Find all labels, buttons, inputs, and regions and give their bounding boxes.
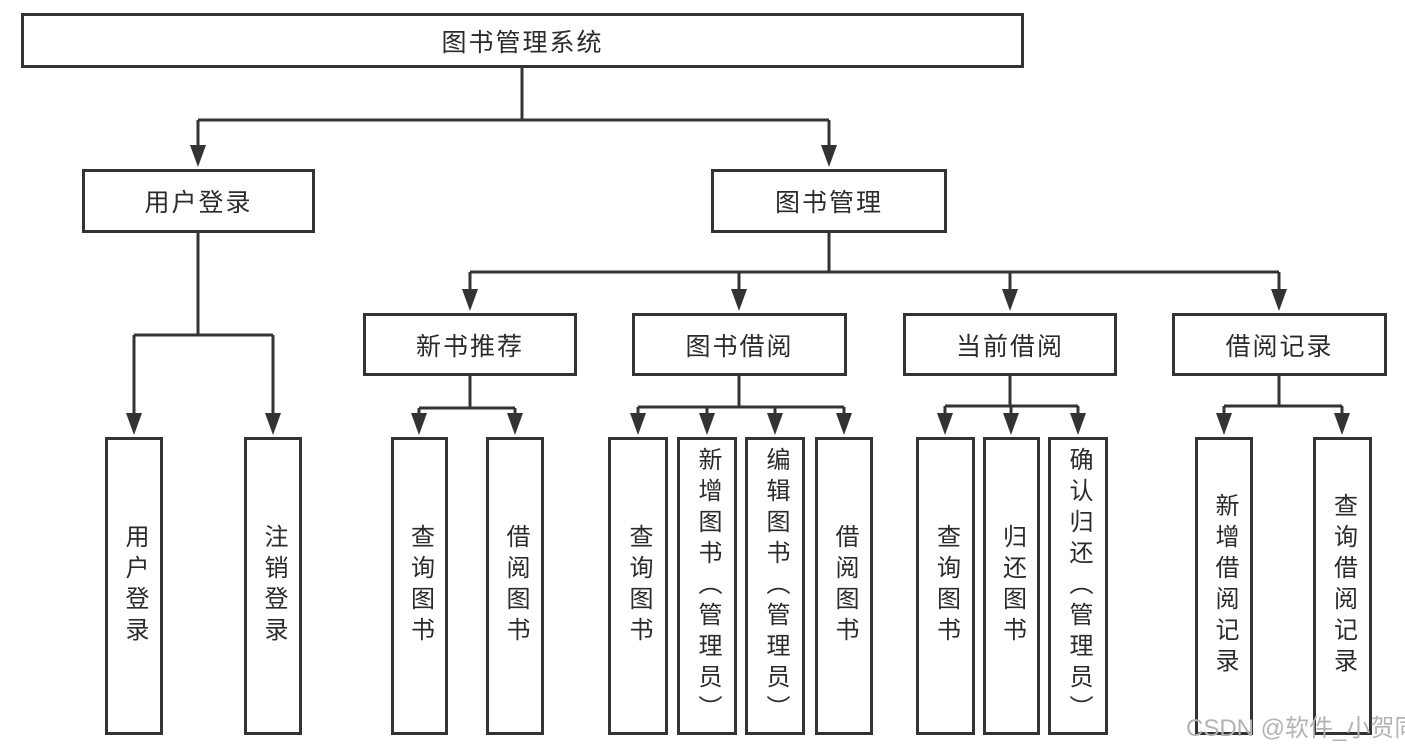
leaf-user-login: 用户登录 — [105, 437, 163, 735]
leaf-bb-edit-book-admin-label: 编辑图书（管理员） — [762, 446, 789, 726]
leaf-nbr-query-book: 查询图书 — [391, 437, 448, 735]
leaf-bb-add-book-admin-label: 新增图书（管理员） — [694, 446, 721, 726]
leaf-br-add-record-label: 新增借阅记录 — [1211, 493, 1238, 679]
node-current-borrow: 当前借阅 — [903, 313, 1117, 376]
leaf-user-login-label: 用户登录 — [121, 524, 148, 648]
node-borrow-records: 借阅记录 — [1172, 313, 1387, 376]
node-borrow-records-label: 借阅记录 — [1225, 332, 1334, 361]
leaf-nbr-query-book-label: 查询图书 — [406, 524, 434, 648]
node-root-label: 图书管理系统 — [441, 28, 604, 57]
leaf-br-add-record: 新增借阅记录 — [1195, 437, 1253, 735]
leaf-logout: 注销登录 — [244, 437, 302, 735]
csdn-watermark: CSDN @软件_小贺同学 — [1186, 715, 1405, 742]
leaf-nbr-borrow-book: 借阅图书 — [486, 437, 544, 735]
node-user-login: 用户登录 — [82, 169, 315, 233]
leaf-bb-borrow-book-label: 借阅图书 — [831, 524, 858, 648]
leaf-bb-borrow-book: 借阅图书 — [815, 437, 873, 735]
node-book-management-label: 图书管理 — [774, 189, 883, 217]
leaf-bb-query-book: 查询图书 — [608, 437, 668, 735]
node-book-management: 图书管理 — [711, 169, 947, 233]
leaf-bb-edit-book-admin: 编辑图书（管理员） — [745, 437, 805, 735]
leaf-nbr-borrow-book-label: 借阅图书 — [502, 524, 529, 648]
leaf-cb-return-book-label: 归还图书 — [998, 524, 1026, 648]
leaf-cb-confirm-return-admin-label: 确认归还（管理员） — [1065, 446, 1092, 726]
node-root: 图书管理系统 — [21, 13, 1024, 68]
node-book-borrow-label: 图书借阅 — [685, 332, 794, 361]
leaf-bb-query-book-label: 查询图书 — [625, 524, 652, 648]
leaf-cb-return-book: 归还图书 — [983, 437, 1040, 735]
leaf-br-query-record: 查询借阅记录 — [1313, 437, 1372, 735]
leaf-cb-confirm-return-admin: 确认归还（管理员） — [1048, 437, 1108, 735]
leaf-cb-query-book-label: 查询图书 — [932, 524, 960, 648]
node-user-login-label: 用户登录 — [144, 189, 253, 217]
leaf-logout-label: 注销登录 — [260, 524, 287, 648]
leaf-cb-query-book: 查询图书 — [916, 437, 975, 735]
node-new-book-recommend: 新书推荐 — [363, 313, 577, 376]
leaf-br-query-record-label: 查询借阅记录 — [1329, 493, 1357, 679]
node-new-book-recommend-label: 新书推荐 — [415, 332, 524, 361]
leaf-bb-add-book-admin: 新增图书（管理员） — [677, 437, 737, 735]
node-book-borrow: 图书借阅 — [632, 313, 847, 376]
node-current-borrow-label: 当前借阅 — [955, 332, 1064, 361]
